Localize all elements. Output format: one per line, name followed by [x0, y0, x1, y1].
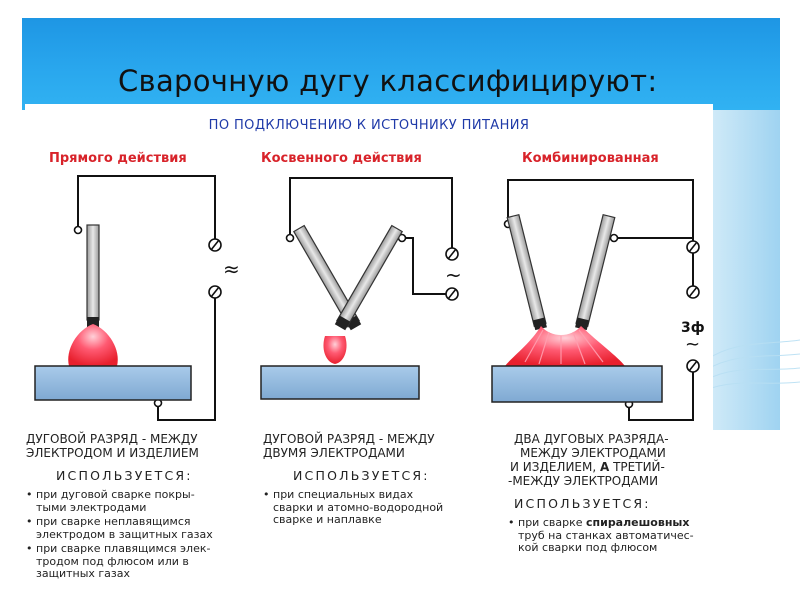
description-line: -МЕЖДУ ЭЛЕКТРОДАМИ — [508, 474, 659, 488]
description-line: ДВА ДУГОВЫХ РАЗРЯДА- — [514, 432, 669, 446]
description-line: ДУГОВОЙ РАЗРЯД - МЕЖДУ — [26, 432, 198, 446]
description-line: ЭЛЕКТРОДОМ И ИЗДЕЛИЕМ — [26, 446, 199, 460]
current-symbol-direct: ≈ — [223, 257, 240, 281]
indirect-arc-diagram — [260, 177, 459, 400]
decorative-lines — [706, 339, 800, 391]
current-symbol-combined-phase: 3ф — [681, 320, 705, 336]
current-symbol-indirect: ~ — [445, 263, 462, 287]
description-line: МЕЖДУ ЭЛЕКТРОДАМИ — [520, 446, 666, 460]
current-symbol-combined-ac: ~ — [685, 334, 700, 355]
combined-arc-diagram — [491, 179, 700, 421]
type-label-combined: Комбинированная — [522, 151, 659, 166]
uses-heading: ИСПОЛЬЗУЕТСЯ: — [514, 496, 651, 511]
diagram-subheading: ПО ПОДКЛЮЧЕНИЮ К ИСТОЧНИКУ ПИТАНИЯ — [208, 118, 530, 133]
description-line: ДВУМЯ ЭЛЕКТРОДАМИ — [263, 446, 405, 460]
use-item: при дуговой сварке покры-тыми электродам… — [26, 488, 246, 514]
title-banner — [22, 18, 780, 110]
direct-arc-description: ДУГОВОЙ РАЗРЯД - МЕЖДУ ЭЛЕКТРОДОМ И ИЗДЕ… — [26, 432, 246, 583]
description-line: ДУГОВОЙ РАЗРЯД - МЕЖДУ — [263, 432, 435, 446]
description-line: И ИЗДЕЛИЕМ, А ТРЕТИЙ- — [510, 460, 665, 474]
uses-heading: ИСПОЛЬЗУЕТСЯ: — [56, 468, 193, 483]
uses-heading: ИСПОЛЬЗУЕТСЯ: — [293, 468, 430, 483]
indirect-arc-description: ДУГОВОЙ РАЗРЯД - МЕЖДУ ДВУМЯ ЭЛЕКТРОДАМИ… — [263, 432, 478, 529]
direct-arc-diagram — [34, 175, 222, 421]
type-label-indirect: Косвенного действия — [261, 151, 422, 166]
use-item: при сварке плавящимся элек-тродом под фл… — [26, 542, 246, 581]
diagram-panel: ПО ПОДКЛЮЧЕНИЮ К ИСТОЧНИКУ ПИТАНИЯ Прямо… — [25, 104, 713, 434]
combined-arc-description: ДВА ДУГОВЫХ РАЗРЯДА- МЕЖДУ ЭЛЕКТРОДАМИ И… — [508, 432, 718, 557]
welding-arc-diagrams: ≈ ~ — [34, 175, 705, 421]
type-label-direct: Прямого действия — [49, 151, 187, 166]
slide-title: Сварочную дугу классифицируют: — [118, 64, 658, 98]
